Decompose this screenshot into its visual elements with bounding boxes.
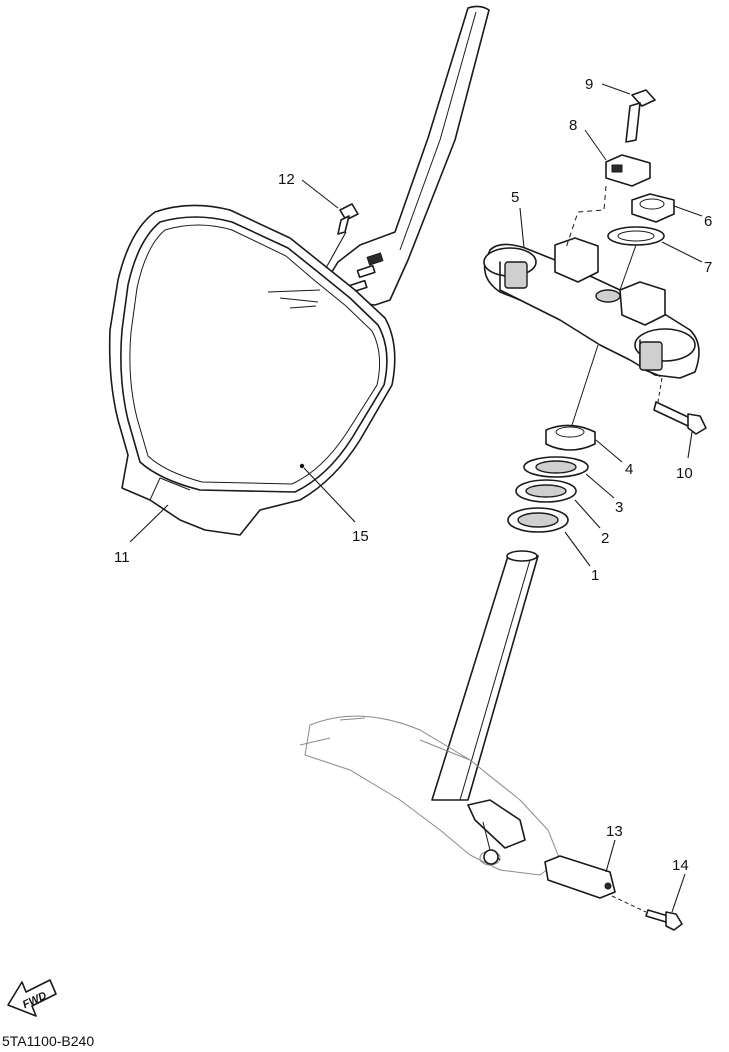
- callout-9: 9: [585, 76, 593, 93]
- callout-11: 11: [114, 549, 130, 566]
- callout-15: 15: [352, 528, 369, 545]
- callout-4: 4: [625, 461, 633, 478]
- callout-12: 12: [278, 171, 295, 188]
- callout-3: 3: [615, 499, 623, 516]
- ring-nut-4: [545, 424, 623, 463]
- callout-7: 7: [704, 259, 712, 276]
- callout-5: 5: [511, 189, 519, 206]
- callout-1: 1: [591, 567, 599, 584]
- callout-13: 13: [606, 823, 623, 840]
- bolt-10: [653, 377, 707, 459]
- handlebar-holder-8: [565, 129, 651, 249]
- bolt-9: [601, 83, 656, 143]
- bolt-14: [611, 873, 686, 931]
- bolt-12: [325, 203, 359, 269]
- callout-14: 14: [672, 857, 689, 874]
- callout-2: 2: [601, 530, 609, 547]
- bearing-2: [515, 479, 601, 529]
- washer-7: [607, 226, 703, 291]
- callout-8: 8: [569, 117, 577, 134]
- nut-6: [631, 193, 703, 223]
- clamp-13: [544, 839, 616, 899]
- callout-6: 6: [704, 213, 712, 230]
- steering-stem: [299, 550, 561, 876]
- number-plate-assembly: [108, 5, 490, 536]
- upper-bracket-5: [483, 207, 700, 379]
- steering-axis-line: [571, 344, 599, 426]
- fwd-arrow-icon: FWD: [7, 979, 57, 1017]
- callout-10: 10: [676, 465, 693, 482]
- bearing-cover-3: [523, 456, 615, 499]
- diagram-code: 5TA1100-B240: [2, 1033, 94, 1049]
- bearing-1: [507, 507, 591, 567]
